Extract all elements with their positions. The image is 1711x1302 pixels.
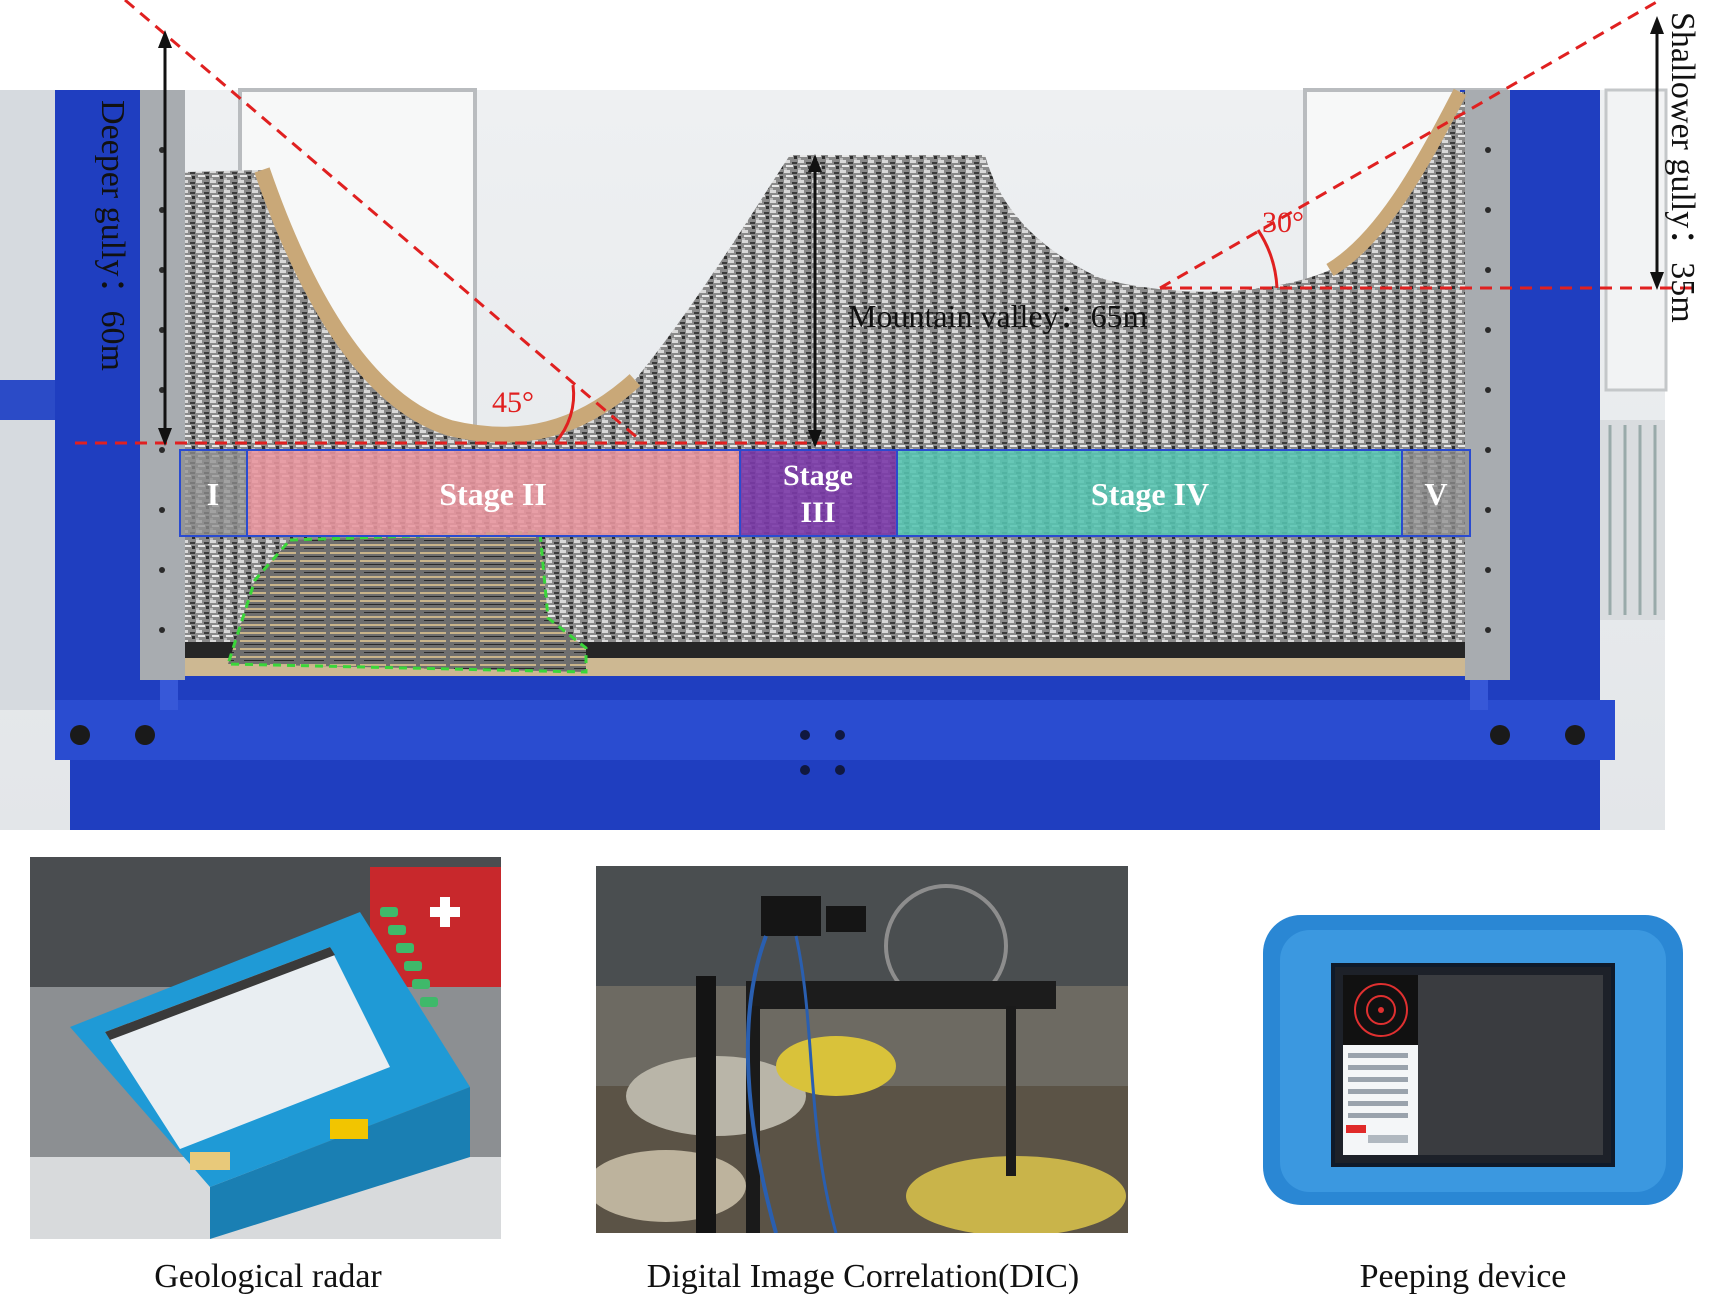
dic-camera-photo <box>596 866 1128 1233</box>
stage-iv-label: Stage IV <box>1091 476 1209 512</box>
side-plate-left <box>140 90 185 680</box>
mountain-valley-label: Mountain valley：65m <box>848 298 1148 334</box>
caption-peeping-device: Peeping device <box>1359 1258 1567 1295</box>
stage-bands <box>179 449 1471 537</box>
angle-arc-left <box>553 384 576 445</box>
caption-dic: Digital Image Correlation(DIC) <box>646 1258 1080 1295</box>
height-arrows <box>158 16 1664 448</box>
caption-geological-radar: Geological radar <box>154 1258 382 1295</box>
peeping-device-photo <box>1258 905 1691 1212</box>
stage-iv-band <box>896 449 1403 537</box>
stage-iii-band <box>739 449 898 537</box>
failure-zone <box>225 530 588 674</box>
deeper-gully-label: Deeper gully：60m <box>94 100 131 371</box>
stage-ii-band <box>246 449 741 537</box>
stage-v-label: V <box>1424 476 1447 512</box>
geological-radar-photo <box>30 857 501 1239</box>
side-plate-right <box>1465 90 1510 680</box>
reference-lines <box>75 0 1700 445</box>
angle-right-label: 30° <box>1262 206 1304 239</box>
stage-ii-label: Stage II <box>439 476 547 512</box>
angle-left-label: 45° <box>492 386 534 419</box>
stage-i-band <box>179 449 248 537</box>
angle-arc-right <box>1256 229 1279 289</box>
stage-i-label: I <box>207 476 219 512</box>
stage-v-band <box>1401 449 1471 537</box>
shallower-gully-label: Shallower gully：35m <box>1664 12 1701 323</box>
radiator <box>1600 420 1665 620</box>
